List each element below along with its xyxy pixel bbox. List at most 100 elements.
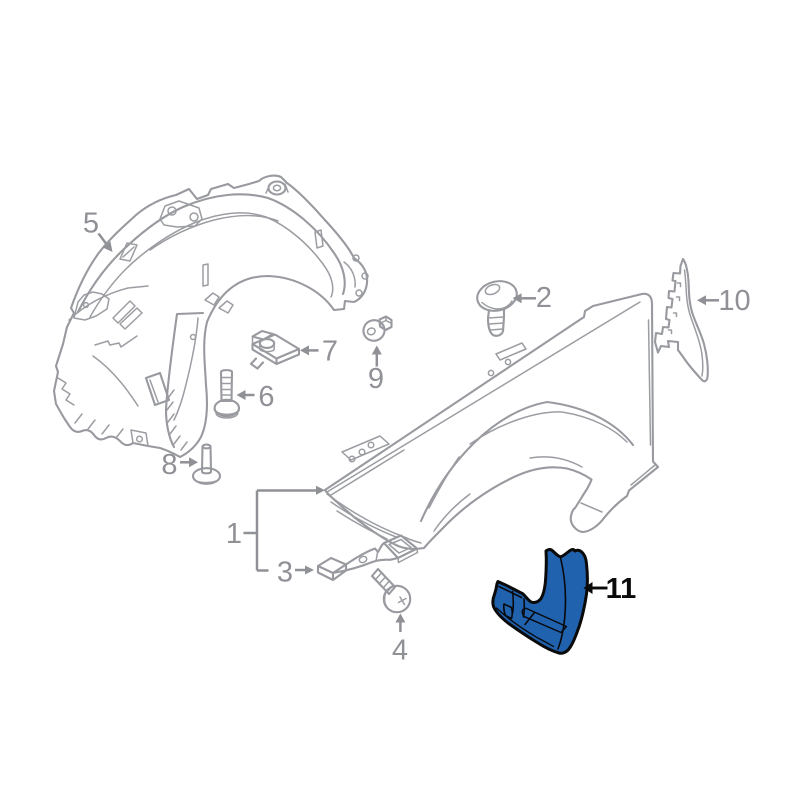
callout-5-arrow-line-1 — [97, 232, 107, 245]
stud-line-2 — [192, 477, 221, 484]
fender-line-12 — [647, 319, 652, 446]
strip-line-3 — [667, 282, 682, 335]
fender-hole-9 — [504, 358, 512, 366]
liner-line-9 — [149, 214, 279, 251]
liner-line-15 — [202, 263, 209, 287]
liner-line-18 — [218, 300, 234, 314]
liner-line-34 — [130, 429, 149, 447]
clip-nut-line-3 — [251, 342, 301, 366]
callout-5-arrow-head-2 — [102, 241, 113, 252]
liner-line-8 — [89, 212, 334, 318]
liner-line-25 — [68, 285, 149, 321]
fender-line-14 — [428, 456, 460, 509]
liner-line-7 — [76, 193, 346, 314]
strip-line-2 — [683, 269, 704, 377]
part-screw-2 — [476, 280, 518, 337]
fender-line-18 — [580, 502, 603, 513]
liner-hole-12 — [361, 272, 369, 280]
callout-11-arrow-head-2 — [583, 582, 593, 594]
part-flange-nut — [362, 315, 393, 342]
liner-outline — [52, 174, 369, 459]
fender-line-3 — [330, 449, 405, 496]
callout-7: 7 — [300, 336, 338, 368]
fender-hole-7 — [367, 441, 375, 449]
clip-nut-ellipse-5 — [258, 338, 276, 349]
bolt6-shank — [219, 369, 234, 403]
part-protector-strip — [653, 257, 709, 383]
part-screw-4 — [370, 567, 412, 614]
clip-nut-line-7 — [249, 357, 265, 370]
strip-outline — [653, 257, 709, 383]
fender-hole-5 — [348, 455, 356, 463]
liner-hole-13 — [355, 289, 363, 297]
mud-guard-line-8 — [502, 603, 514, 620]
fender-line-21 — [336, 510, 388, 540]
mud-guard-body — [491, 548, 589, 655]
callout-11-label: 11 — [606, 573, 637, 605]
liner-line-31 — [149, 379, 159, 403]
callout-2: 2 — [512, 282, 552, 314]
callout-1-label: 1 — [226, 518, 242, 550]
screw4-line-2 — [374, 572, 394, 593]
screw4-hole-3 — [382, 584, 412, 614]
callout-4-label: 4 — [392, 635, 408, 667]
bracket-line-8 — [375, 551, 379, 562]
liner-hole-11 — [352, 254, 360, 262]
callout-5-label: 5 — [83, 208, 99, 240]
liner-line-17 — [204, 292, 220, 306]
liner-line-24 — [92, 355, 139, 407]
callout-2-arrow-head-2 — [512, 293, 522, 304]
part-mud-guard — [491, 548, 589, 655]
callout-3-label: 3 — [277, 557, 293, 589]
clip-nut-line-4 — [251, 333, 276, 345]
stud-ellipse-4 — [201, 443, 212, 450]
liner-ellipse-2 — [272, 184, 282, 192]
mud-guard-line-1 — [557, 556, 567, 650]
fender-line-16 — [529, 456, 583, 468]
liner-line-14 — [119, 242, 138, 262]
liner-line-26 — [164, 311, 205, 449]
liner-line-27 — [173, 317, 199, 421]
callout-1-line-1 — [243, 489, 316, 572]
callout-5: 5 — [83, 208, 113, 252]
callout-10: 10 — [697, 285, 751, 317]
flange-nut-flange — [362, 319, 386, 342]
screw2-head — [476, 280, 518, 312]
bracket-line-4 — [331, 556, 400, 575]
liner-hole-35 — [135, 435, 144, 443]
bracket-ellipse-9 — [358, 555, 368, 564]
callout-8-arrow-head-2 — [189, 457, 198, 468]
callout-11: 11 — [583, 573, 637, 605]
fender-line-15 — [469, 411, 628, 445]
part-fender-liner — [52, 174, 369, 459]
screw4-shank — [370, 567, 397, 596]
mud-guard-line-2 — [498, 585, 523, 599]
callout-8-label: 8 — [161, 449, 177, 481]
clip-nut-line-6 — [259, 342, 275, 353]
callout-7-arrow-head-2 — [300, 345, 309, 356]
fender-line-4 — [341, 435, 390, 461]
callouts: 5 2 10 7 9 6 — [83, 208, 751, 667]
flange-nut-ellipse-2 — [366, 327, 376, 336]
flange-nut-line-4 — [378, 315, 393, 328]
liner-line-23 — [94, 335, 138, 348]
callout-10-label: 10 — [718, 285, 750, 317]
liner-line-33 — [74, 413, 124, 439]
part-bracket — [316, 534, 419, 582]
liner-hole-6 — [189, 212, 199, 222]
callout-4-arrow-head-2 — [395, 613, 406, 623]
liner-line-10 — [343, 261, 356, 288]
liner-line-29 — [166, 389, 188, 451]
screw2-line-3 — [481, 300, 513, 310]
fender-line-2 — [326, 301, 641, 493]
bolt6-line-4 — [213, 407, 241, 416]
liner-line-4 — [159, 200, 203, 228]
screw2-line-5 — [487, 316, 505, 331]
fender-line-8 — [495, 342, 527, 361]
screw2-line-4 — [486, 307, 506, 337]
callout-9-label: 9 — [368, 363, 384, 395]
liner-line-30 — [144, 371, 171, 407]
liner-line-3 — [265, 183, 289, 194]
